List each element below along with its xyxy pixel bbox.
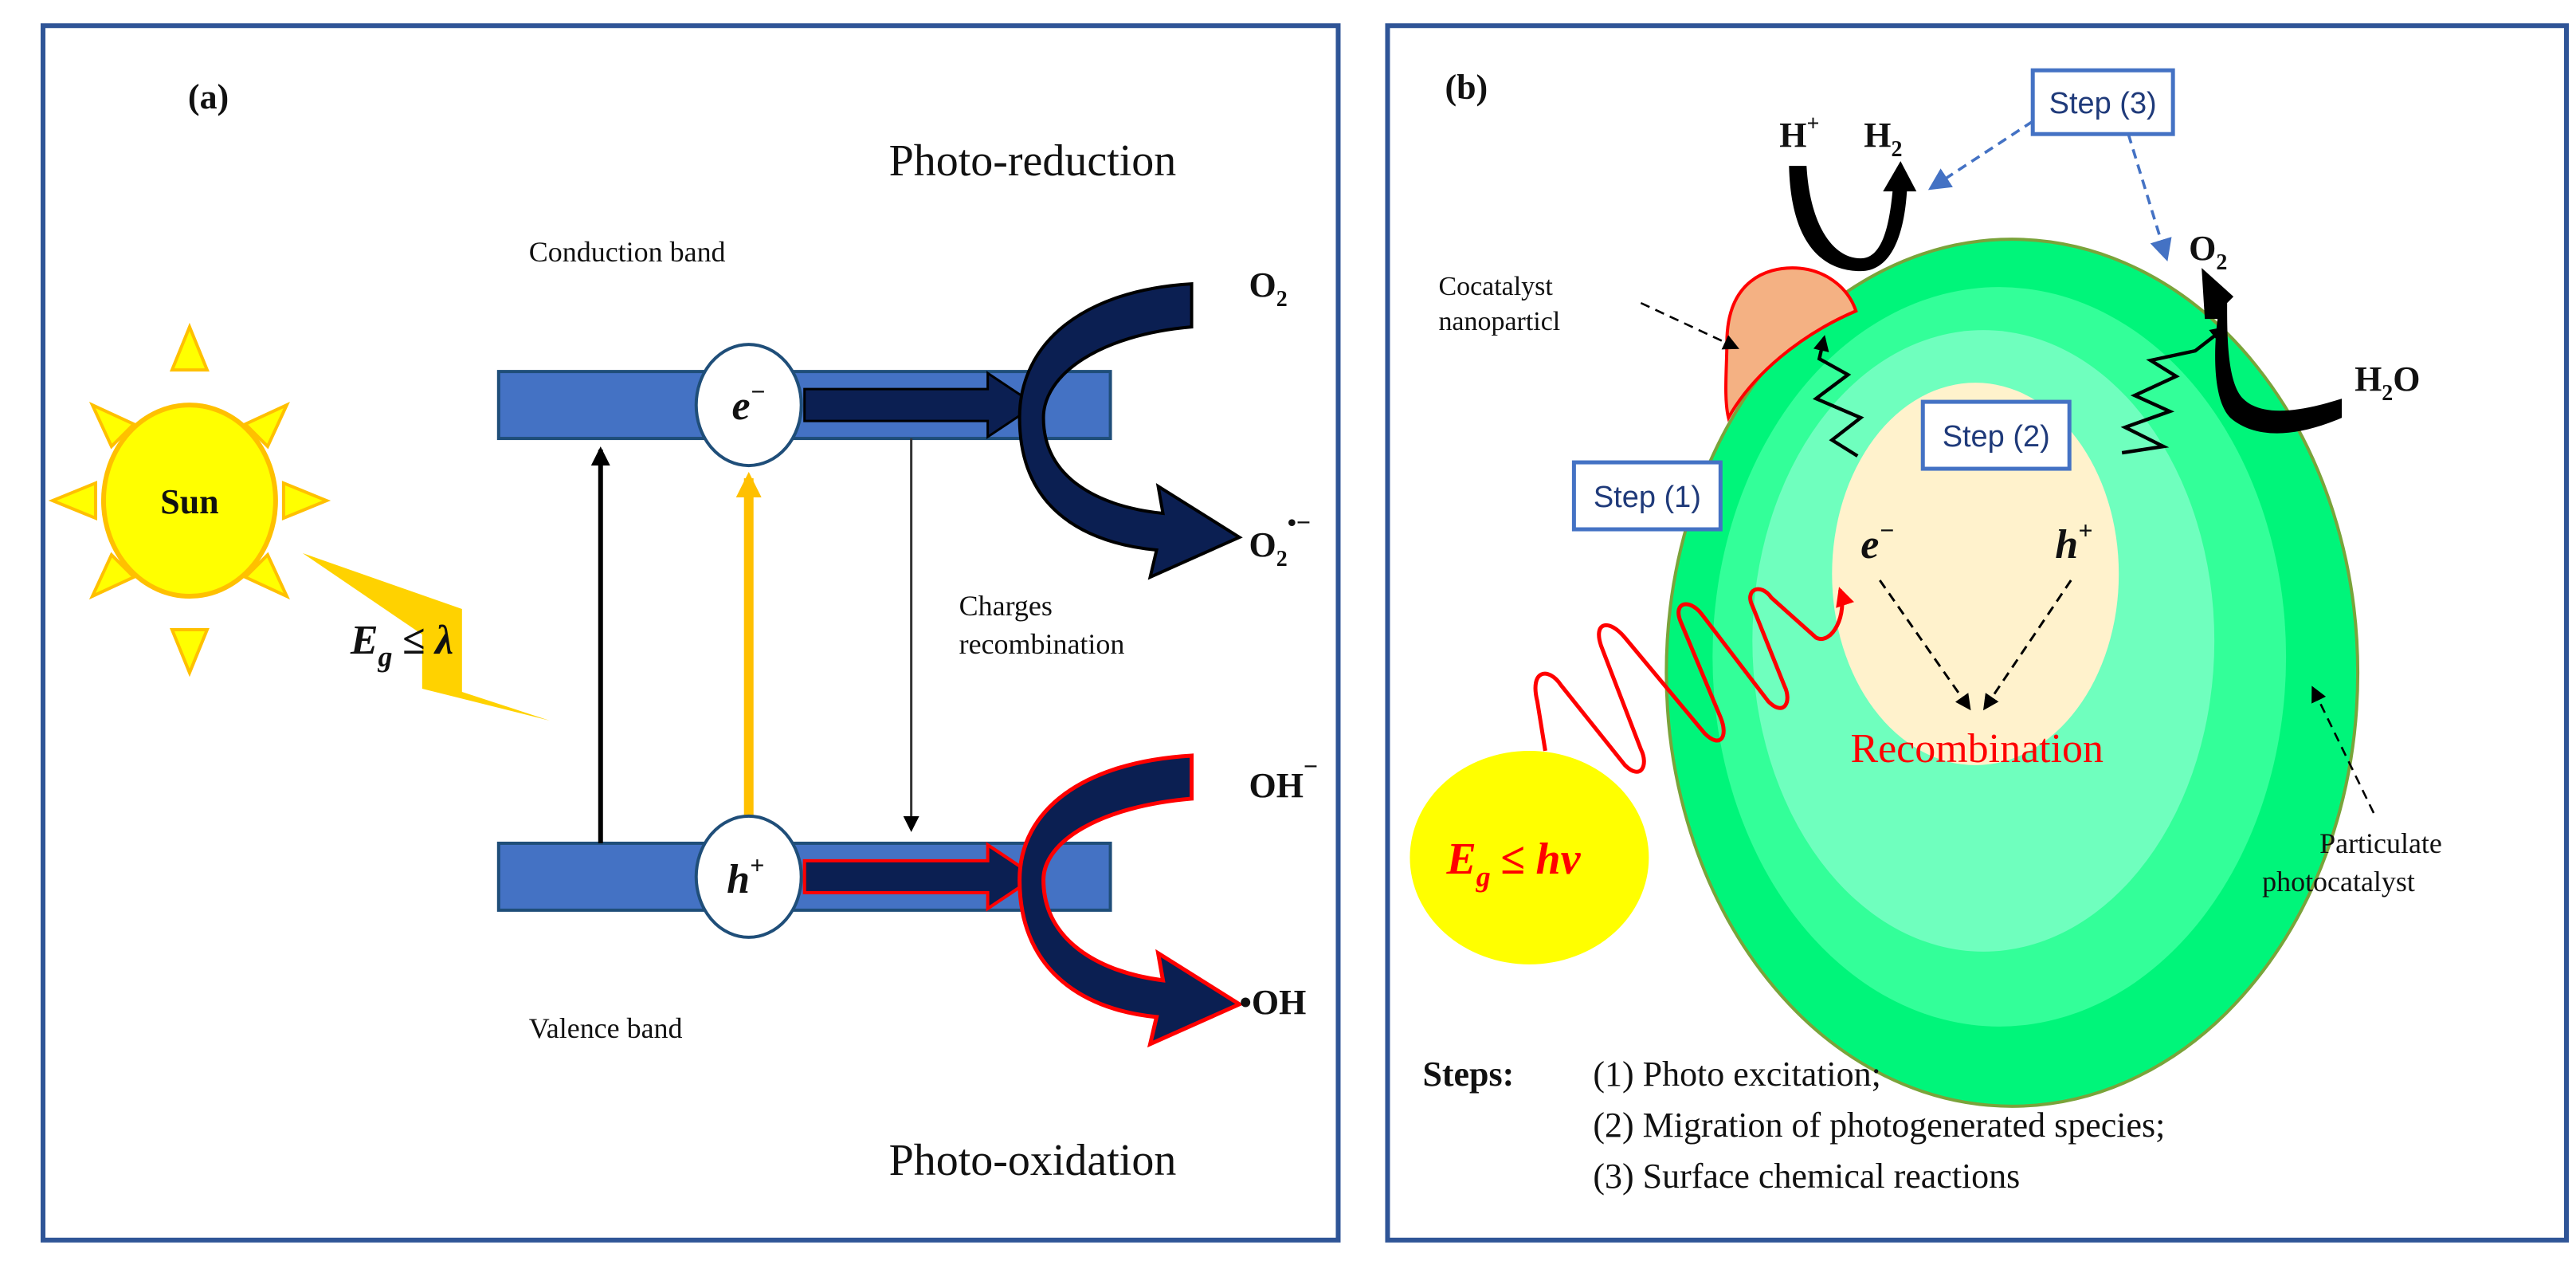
panel-b-border — [1385, 23, 2570, 1243]
panel-a-border — [40, 23, 1341, 1243]
panel-a-tag: (a) — [188, 77, 229, 116]
hole-transfer-arrow — [802, 842, 1039, 912]
particulate-pointer — [2311, 685, 2375, 814]
cocatalyst-nanoparticle — [1724, 266, 1858, 422]
recombination-label: Recombination — [1850, 726, 2104, 772]
electron-transfer-arrow — [803, 371, 1038, 439]
lightning-bolt-icon — [302, 553, 550, 721]
electron-migration-wave — [1812, 335, 1864, 458]
step1-box — [1571, 460, 1723, 532]
superoxide-label: O2•− — [1249, 508, 1312, 572]
sun-label: Sun — [160, 482, 218, 521]
panel-a: (a) Photo-reduction Photo-oxidation Cond… — [40, 23, 1341, 1243]
h2o-label: H2O — [2354, 359, 2420, 406]
step2-box — [1920, 399, 2072, 471]
cocatalyst-pointer — [1640, 301, 1739, 350]
step3-arrow-o2 — [2127, 133, 2172, 261]
particulate-label: Particulate photocatalyst — [2262, 827, 2449, 898]
hydroxide-label: OH− — [1249, 752, 1319, 805]
hole-migration-wave — [2120, 326, 2227, 455]
electron-label: e− — [731, 377, 765, 429]
panel-b: (b) Step (3) H+ H2 Cocatalyst nanopartic… — [1385, 23, 2570, 1243]
oxidation-curved-arrow — [1017, 753, 1244, 1048]
step3-box — [2030, 68, 2175, 136]
conduction-band-label: Conduction band — [529, 236, 726, 268]
water-oxidation-arrow — [2202, 268, 2343, 434]
step3-arrow-h2 — [1927, 120, 2034, 191]
electron-label-b: e− — [1860, 516, 1894, 568]
electron-circle — [694, 343, 803, 468]
photon-wave — [1533, 587, 1854, 774]
hole-label-b: h+ — [2055, 516, 2092, 568]
valence-band-label: Valence band — [529, 1012, 683, 1044]
step-item-3: (3) Surface chemical reactions — [1593, 1157, 2020, 1196]
step3-label: Step (3) — [2049, 87, 2157, 120]
o2-label-a: O2 — [1249, 265, 1288, 312]
h2-evolution-arrow — [1789, 161, 1917, 272]
o2-label-b: O2 — [2189, 229, 2227, 275]
light-source — [1410, 750, 1649, 964]
bandgap-equation-a: Eg≤ λ — [350, 618, 453, 673]
panel-b-tag: (b) — [1445, 68, 1488, 107]
cocatalyst-label: Cocatalyst nanoparticl — [1438, 272, 1560, 336]
step-item-2: (2) Migration of photogenerated species; — [1593, 1106, 2165, 1145]
bandgap-equation-b: Eg≤ hv — [1445, 835, 1581, 893]
photo-reduction-label: Photo-reduction — [889, 136, 1177, 186]
steps-title: Steps: — [1422, 1055, 1514, 1094]
hole-circle — [694, 814, 803, 939]
h-plus-label: H+ — [1779, 112, 1819, 155]
hole-label: h+ — [727, 850, 764, 902]
h2-label: H2 — [1864, 116, 1902, 162]
charges-recombination-label: Charges recombination — [959, 590, 1125, 660]
step1-label: Step (1) — [1594, 481, 1701, 514]
hole-recombination-arrow — [1982, 579, 2072, 711]
reduction-curved-arrow — [1017, 282, 1243, 580]
sun-icon: Sun — [48, 322, 331, 678]
photo-oxidation-label: Photo-oxidation — [889, 1136, 1177, 1185]
electron-recombination-arrow — [1879, 579, 1971, 711]
step-item-1: (1) Photo excitation; — [1593, 1055, 1880, 1094]
step2-label: Step (2) — [1943, 420, 2050, 454]
particle-core — [1832, 383, 2119, 765]
hydroxyl-radical-label: •OH — [1240, 983, 1307, 1022]
